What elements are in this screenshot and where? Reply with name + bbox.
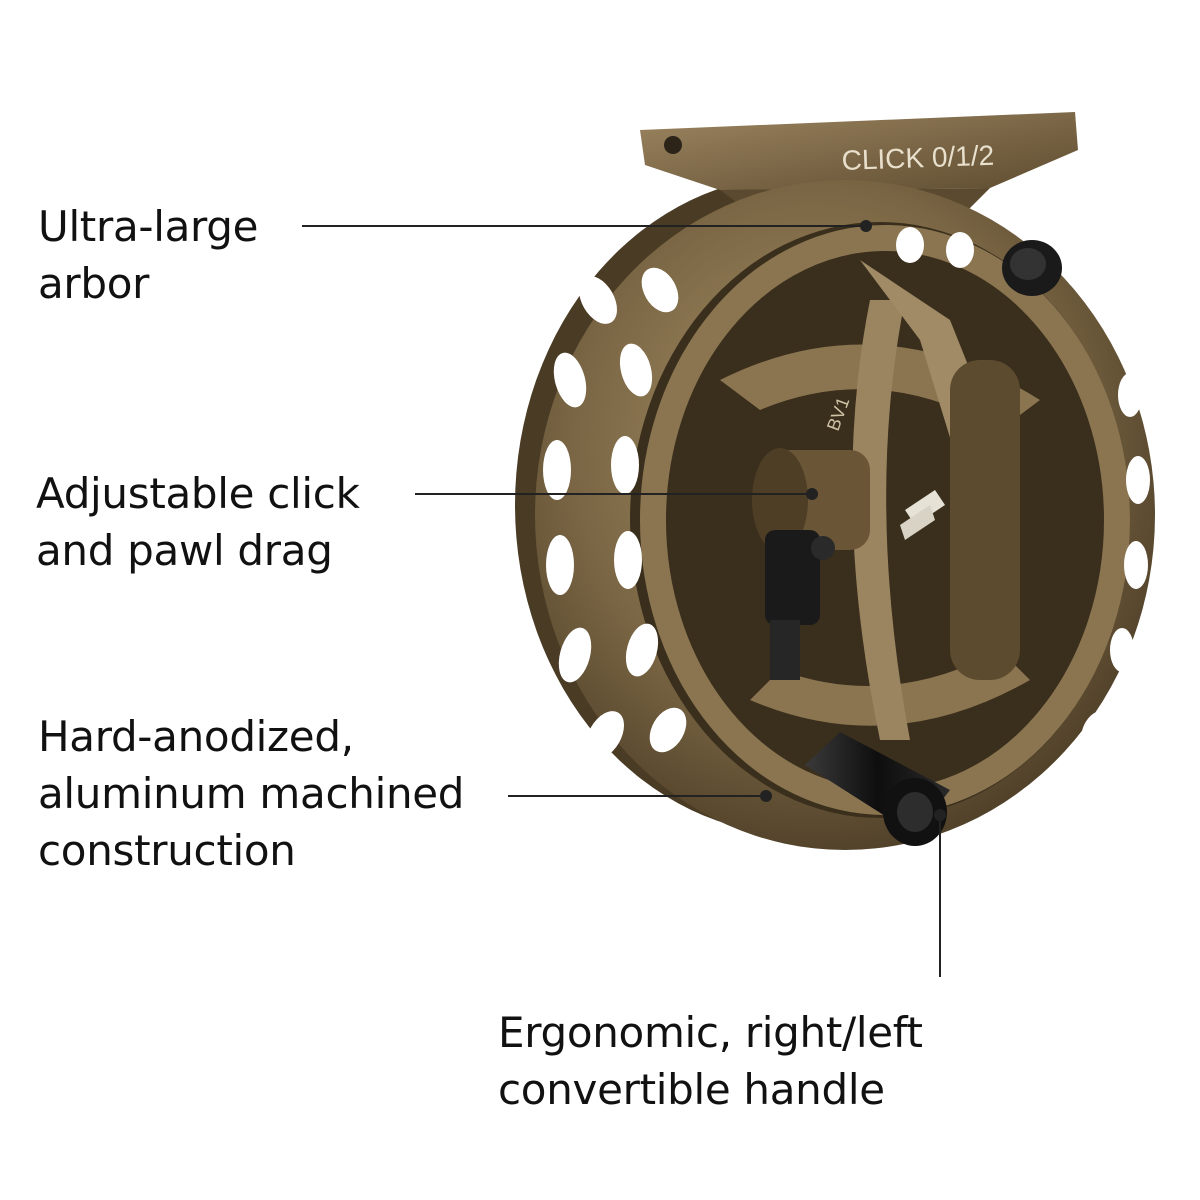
spool-spokes bbox=[720, 260, 1040, 740]
callout-handle: Ergonomic, right/left convertible handle bbox=[498, 1008, 923, 1114]
callout-drag: Adjustable click and pawl drag bbox=[36, 469, 360, 575]
callout-lines bbox=[302, 220, 946, 977]
frame-ports bbox=[543, 227, 1150, 811]
drag-knob bbox=[765, 530, 835, 680]
reel-handle bbox=[805, 732, 950, 846]
callout-arbor: Ultra-large arbor bbox=[38, 202, 259, 308]
callout-construction: Hard-anodized, aluminum machined constru… bbox=[38, 712, 465, 875]
reel-foot-marking: CLICK 0/1/2 bbox=[841, 140, 995, 176]
center-hub: BV1 bbox=[752, 395, 945, 552]
